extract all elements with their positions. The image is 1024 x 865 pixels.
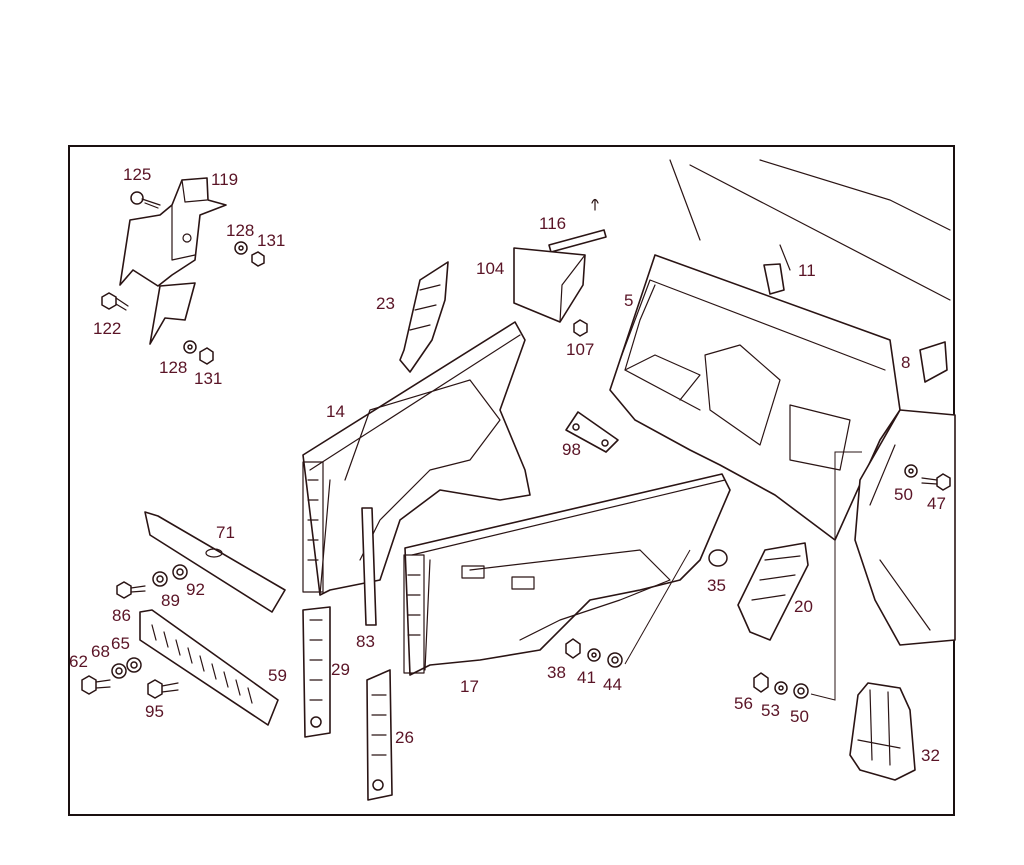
label-47: 47 <box>927 494 946 513</box>
label-89: 89 <box>161 591 180 610</box>
part-29-post <box>302 606 331 738</box>
label-86: 86 <box>112 606 131 625</box>
label-50-right: 50 <box>894 485 913 504</box>
label-128-top: 128 <box>226 221 254 240</box>
leader-44 <box>624 549 691 665</box>
part-116-rod <box>548 198 607 253</box>
label-122: 122 <box>93 319 121 338</box>
label-11: 11 <box>798 261 816 280</box>
label-59: 59 <box>268 666 287 685</box>
label-62: 62 <box>69 652 88 671</box>
label-26: 26 <box>395 728 414 747</box>
label-32: 32 <box>921 746 940 765</box>
label-107: 107 <box>566 340 594 359</box>
part-104-cover <box>513 247 586 323</box>
part-23 <box>399 261 449 373</box>
part-17-fender-liner <box>403 473 731 676</box>
part-71-strip <box>144 511 286 613</box>
label-5: 5 <box>624 291 633 310</box>
label-20: 20 <box>794 597 813 616</box>
part-59-perforated-strip <box>139 609 279 726</box>
hardware-washer-44 <box>607 652 623 668</box>
part-14-fender-liner <box>302 321 531 596</box>
part-26-post <box>366 669 393 801</box>
hardware-nut-38 <box>565 638 581 659</box>
hardware-nut-107 <box>573 319 588 337</box>
label-50-bottom: 50 <box>790 707 809 726</box>
part-5-body-section <box>609 159 951 541</box>
label-65: 65 <box>111 634 130 653</box>
hardware-bolt-95 <box>147 679 179 699</box>
label-29: 29 <box>331 660 350 679</box>
hardware-washer-65 <box>126 657 142 673</box>
label-95: 95 <box>145 702 164 721</box>
hardware-nut-131-bottom <box>199 347 214 365</box>
part-20-bracket <box>737 542 809 641</box>
label-71: 71 <box>216 523 235 542</box>
hardware-nut-56 <box>753 672 769 693</box>
part-32-bracket <box>849 682 916 781</box>
label-68: 68 <box>91 642 110 661</box>
label-83: 83 <box>356 632 375 651</box>
label-14: 14 <box>326 402 345 421</box>
label-17: 17 <box>460 677 479 696</box>
label-8: 8 <box>901 353 910 372</box>
hardware-washer-68 <box>111 663 127 679</box>
hardware-bolt-47 <box>921 473 951 491</box>
hardware-bolt-86 <box>116 581 146 599</box>
label-98: 98 <box>562 440 581 459</box>
label-104: 104 <box>476 259 504 278</box>
hardware-washer-41 <box>587 648 601 662</box>
part-98 <box>565 411 619 453</box>
label-38: 38 <box>547 663 566 682</box>
hardware-nut-131-top <box>251 251 265 267</box>
label-92: 92 <box>186 580 205 599</box>
part-11-clip <box>763 244 791 295</box>
hardware-washer-50-bottom <box>793 683 809 699</box>
hardware-bolt-62 <box>81 675 111 695</box>
hardware-washer-128-top <box>234 241 248 255</box>
part-8-clip <box>919 341 948 383</box>
hardware-washer-89 <box>152 571 168 587</box>
label-116: 116 <box>539 214 566 233</box>
label-53: 53 <box>761 701 780 720</box>
label-131-bottom: 131 <box>194 369 222 388</box>
part-83-rail <box>361 507 377 626</box>
label-131-top: 131 <box>257 231 285 250</box>
hardware-bolt-122 <box>101 292 129 311</box>
label-119: 119 <box>211 170 238 189</box>
label-23: 23 <box>376 294 395 313</box>
label-56: 56 <box>734 694 753 713</box>
hardware-washer-128-bottom <box>183 340 197 354</box>
hardware-screw-125 <box>130 191 161 209</box>
hardware-washer-92 <box>172 564 188 580</box>
part-35-grommet <box>708 549 728 567</box>
hardware-washer-53 <box>774 681 788 695</box>
label-35: 35 <box>707 576 726 595</box>
label-125: 125 <box>123 165 151 184</box>
label-41: 41 <box>577 668 596 687</box>
leader-50-bottom <box>810 451 862 701</box>
part-right-panel <box>854 409 956 646</box>
hardware-washer-50-right <box>904 464 918 478</box>
part-bracket-119 <box>119 177 227 345</box>
label-44: 44 <box>603 675 622 694</box>
label-128-bottom: 128 <box>159 358 187 377</box>
